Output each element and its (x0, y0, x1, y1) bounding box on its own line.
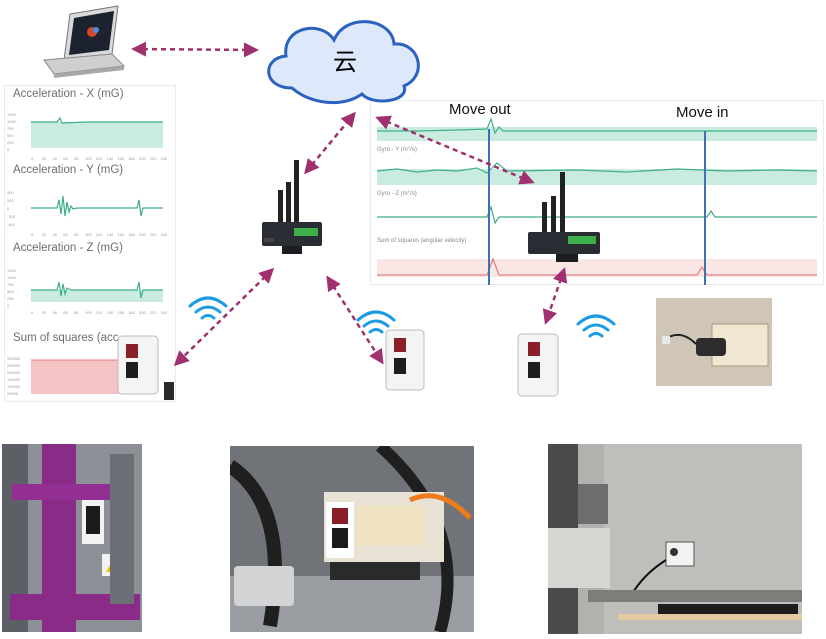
x-tick-label: 40 (52, 310, 58, 315)
x-tick-label: 200 (139, 232, 146, 237)
link-gateway-cloud (304, 111, 356, 175)
x-tick-label: 20 (41, 232, 47, 237)
sensor-device-icon (517, 333, 559, 397)
x-tick-label: 180 (128, 310, 135, 315)
x-tick-label: 160 (117, 310, 125, 315)
x-tick-label: 100 (85, 156, 92, 161)
link-laptop-cloud (131, 41, 259, 58)
wifi-icon (356, 310, 396, 334)
chart-title-acc-y: Acceleration - Y (mG) (13, 164, 124, 176)
cloud-label: 云 (333, 48, 357, 76)
x-tick-label: 220 (149, 232, 157, 237)
x-tick-label: 0 (31, 156, 34, 161)
x-tick-label: 180 (128, 156, 135, 161)
cloud-icon (267, 20, 420, 105)
chart-title-gyro-z: Gyro - Z (m°/s) (377, 191, 417, 197)
gateway-icon (528, 172, 600, 262)
ytick-acc-x-3: 500 (7, 133, 14, 138)
x-tick-label: 120 (95, 310, 103, 315)
ytick-acc-z-5: 0 (7, 303, 10, 308)
ytick-acc-z-3: 500 (7, 289, 14, 294)
ytick-acc-z-4: 250 (7, 296, 14, 301)
ytick-acc-x-5: 0 (7, 147, 10, 152)
ytick-acc-z-0: 1200 (7, 268, 16, 273)
photo-sensor-module (656, 298, 772, 386)
ytick-acc-x-2: 750 (7, 126, 14, 131)
annotation-move-in: Move in (676, 104, 729, 121)
ytick-acc-z-1: 1000 (7, 275, 16, 280)
chart-acc-z (27, 260, 167, 308)
annotation-move-out: Move out (449, 101, 511, 118)
chart-title-acc-z: Acceleration - Z (mG) (13, 242, 123, 254)
marker-move-in (704, 131, 706, 285)
ytick-acc-y-1: 200 (7, 198, 14, 203)
x-tick-label: 100 (85, 310, 92, 315)
x-tick-label: 140 (106, 232, 114, 237)
series-acc-x (31, 116, 163, 148)
x-tick-label: 160 (117, 232, 125, 237)
link-gateway2-sensor3 (542, 267, 568, 325)
ytick-sum-acc-5: 50000 (7, 391, 19, 396)
laptop-icon (43, 5, 126, 78)
ytick-acc-y-4: -400 (7, 222, 16, 227)
ytick-sum-acc-3: 150000 (7, 377, 21, 382)
ytick-acc-y-0: 400 (7, 190, 14, 195)
sensor-device-icon (385, 329, 425, 391)
x-tick-label: 240 (160, 310, 168, 315)
x-tick-label: 0 (31, 310, 34, 315)
x-tick-label: 60 (63, 310, 68, 315)
x-tick-label: 20 (41, 156, 47, 161)
series-acc-y (31, 195, 163, 217)
chart-title-sum-acc: Sum of squares (acc (13, 332, 119, 344)
ytick-acc-y-2: 0 (7, 206, 10, 211)
ytick-acc-x-4: 250 (7, 140, 14, 145)
photo-robot-cabling (230, 446, 474, 632)
x-tick-label: 200 (139, 156, 146, 161)
gateway-icon (262, 160, 322, 254)
chart-title-acc-x: Acceleration - X (mG) (13, 88, 124, 100)
photo-metal-enclosure (548, 444, 802, 634)
link-gateway-sensor2 (326, 275, 384, 365)
ytick-sum-acc-4: 100000 (7, 384, 21, 389)
x-tick-label: 80 (74, 310, 79, 315)
x-tick-label: 80 (74, 156, 79, 161)
link-gateway-sensor1 (173, 267, 275, 367)
x-tick-label: 240 (160, 156, 168, 161)
x-tick-label: 20 (41, 310, 47, 315)
x-tick-label: 0 (31, 232, 34, 237)
link-cloud-gateway2 (375, 115, 535, 185)
x-tick-label: 120 (95, 156, 103, 161)
x-tick-label: 100 (85, 232, 92, 237)
chart-acc-x (27, 106, 167, 154)
wifi-icon (188, 296, 228, 320)
x-tick-label: 180 (128, 232, 135, 237)
x-tick-label: 200 (139, 310, 146, 315)
x-tick-label: 140 (106, 310, 114, 315)
x-tick-label: 220 (149, 156, 157, 161)
marker-move-out (488, 129, 490, 285)
ytick-sum-acc-0: 300000 (7, 356, 21, 361)
x-tick-label: 40 (52, 232, 58, 237)
wifi-icon (576, 314, 616, 338)
x-tick-label: 60 (63, 232, 68, 237)
x-tick-label: 220 (149, 310, 157, 315)
ytick-acc-y-3: -200 (7, 214, 16, 219)
ytick-acc-x-1: 1000 (7, 119, 16, 124)
chart-title-sum-gyro: Sum of squares (angular velocity) (377, 238, 467, 244)
ytick-acc-x-0: 1200 (7, 112, 16, 117)
x-tick-label: 160 (117, 156, 125, 161)
photo-purple-machine (2, 444, 142, 632)
x-tick-label: 40 (52, 156, 58, 161)
series-acc-z (31, 281, 163, 302)
x-tick-label: 140 (106, 156, 114, 161)
x-tick-label: 120 (95, 232, 103, 237)
x-tick-label: 240 (160, 232, 168, 237)
ytick-sum-acc-1: 250000 (7, 363, 21, 368)
sensor-device-icon (117, 335, 174, 400)
x-tick-label: 60 (63, 156, 68, 161)
ytick-sum-acc-2: 200000 (7, 370, 21, 375)
ytick-acc-z-2: 750 (7, 282, 14, 287)
x-tick-label: 80 (74, 232, 79, 237)
chart-acc-y (27, 182, 167, 230)
